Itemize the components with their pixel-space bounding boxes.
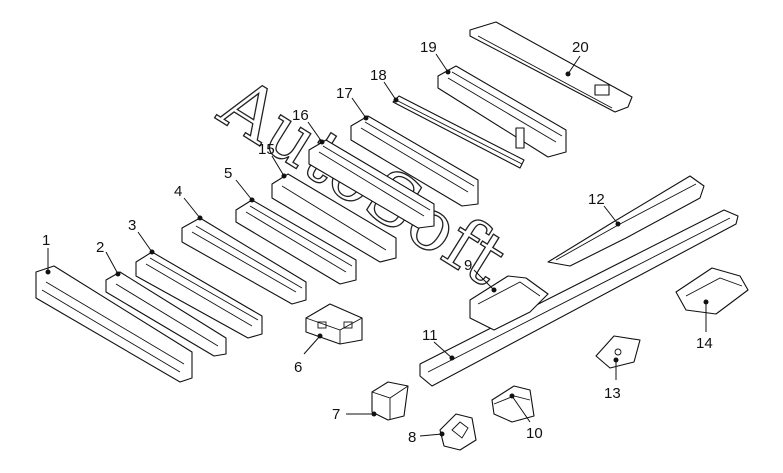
callout-18: 18	[370, 67, 399, 103]
callout-10: 10	[509, 393, 543, 442]
callout-12: 12	[588, 191, 621, 227]
callout-11: 11	[422, 327, 455, 361]
callout-2: 2	[96, 239, 121, 277]
part-15	[271, 173, 397, 263]
callout-6: 6	[294, 333, 323, 376]
svg-text:17: 17	[336, 85, 353, 102]
callout-9: 9	[464, 257, 497, 293]
callout-15: 15	[258, 141, 287, 179]
svg-text:11: 11	[422, 327, 438, 344]
svg-text:15: 15	[258, 141, 275, 158]
part-7	[371, 381, 409, 421]
svg-text:13: 13	[604, 385, 621, 402]
callout-13: 13	[604, 357, 621, 402]
callout-4: 4	[174, 183, 203, 221]
part-20	[469, 21, 633, 113]
svg-text:7: 7	[332, 406, 340, 423]
svg-text:12: 12	[588, 191, 605, 208]
svg-text:20: 20	[572, 39, 589, 56]
callout-1: 1	[42, 232, 51, 275]
svg-text:14: 14	[696, 335, 713, 352]
callout-14: 14	[696, 299, 713, 352]
part-19	[437, 65, 567, 158]
part-8	[439, 413, 477, 451]
svg-text:3: 3	[128, 217, 136, 234]
part-6	[305, 303, 363, 345]
part-10	[491, 385, 535, 423]
part-14	[675, 267, 749, 315]
callout-19: 19	[420, 39, 451, 75]
callout-8: 8	[408, 429, 445, 446]
callout-20: 20	[565, 39, 589, 77]
svg-text:9: 9	[464, 257, 472, 274]
callout-5: 5	[224, 165, 255, 203]
part-16	[308, 139, 435, 229]
part-17	[350, 115, 479, 207]
part-2	[105, 271, 227, 357]
part-11	[419, 209, 739, 387]
callout-3: 3	[128, 217, 155, 255]
part-13	[595, 335, 641, 369]
svg-text:16: 16	[292, 107, 309, 124]
svg-text:2: 2	[96, 239, 104, 256]
svg-text:19: 19	[420, 39, 437, 56]
callouts: 1 2 3 4 5 15 1	[42, 39, 713, 446]
svg-text:1: 1	[42, 232, 50, 249]
callout-16: 16	[292, 107, 325, 145]
svg-text:10: 10	[526, 425, 543, 442]
part-9	[469, 275, 549, 331]
svg-text:5: 5	[224, 165, 232, 182]
svg-text:6: 6	[294, 359, 302, 376]
callout-7: 7	[332, 406, 377, 423]
callout-17: 17	[336, 85, 369, 121]
svg-text:18: 18	[370, 67, 387, 84]
svg-text:8: 8	[408, 429, 416, 446]
part-1	[35, 265, 193, 383]
svg-text:4: 4	[174, 183, 182, 200]
